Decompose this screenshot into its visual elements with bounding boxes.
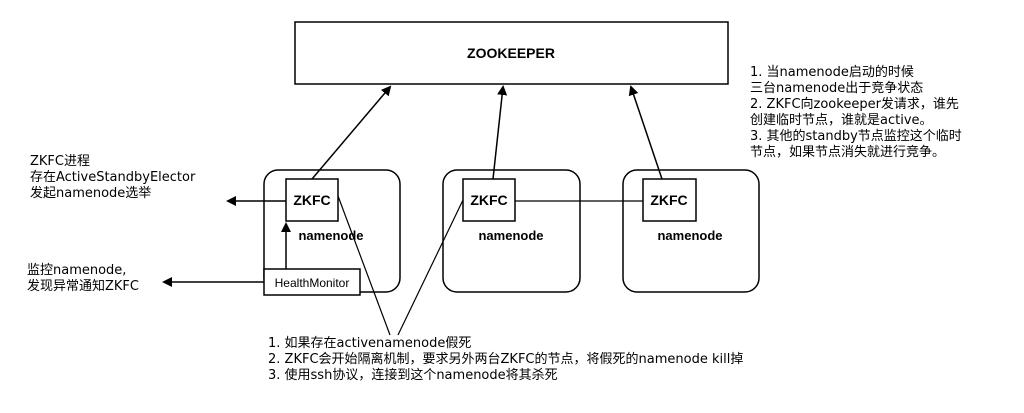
namenode-label-3: namenode bbox=[657, 228, 722, 243]
zkfc-label-3: ZKFC bbox=[650, 192, 687, 208]
election-line-1: 1. 当namenode启动的时候 bbox=[750, 65, 914, 80]
monitor-line-2: 发现异常通知ZKFC bbox=[27, 279, 139, 294]
namenode-label-2: namenode bbox=[478, 228, 543, 243]
zkfc-box-1 bbox=[285, 178, 339, 222]
zookeeper-box bbox=[294, 21, 729, 85]
namenode-label-1: namenode bbox=[298, 228, 363, 243]
zkfc2-to-zookeeper-arrow bbox=[492, 85, 508, 180]
zkfc-process-line-2: 存在ActiveStandbyElector bbox=[30, 170, 196, 185]
monitor-note: 监控namenode, 发现异常通知ZKFC bbox=[27, 263, 139, 295]
fencing-line-2: 2. ZKFC会开始隔离机制，要求另外两台ZKFC的节点，将假死的namenod… bbox=[268, 352, 744, 367]
zkfc3-to-zookeeper-arrow bbox=[628, 85, 663, 180]
election-line-4: 创建临时节点，谁就是active。 bbox=[750, 113, 933, 128]
zkfc-process-note: ZKFC进程 存在ActiveStandbyElector 发起namenode… bbox=[30, 154, 195, 202]
fencing-note: 1. 如果存在activenamenode假死 2. ZKFC会开始隔离机制，要… bbox=[268, 336, 743, 384]
election-line-6: 节点，如果节点消失就进行竞争。 bbox=[750, 145, 946, 160]
fencing-line-3: 3. 使用ssh协议，连接到这个namenode将其杀死 bbox=[268, 368, 558, 383]
zkfc-box-2 bbox=[462, 178, 516, 222]
health-monitor-label: HealthMonitor bbox=[275, 276, 350, 290]
zkfc-box-3 bbox=[642, 178, 697, 222]
zkfc2-to-fencing-line bbox=[397, 199, 464, 336]
fencing-line-1: 1. 如果存在activenamenode假死 bbox=[268, 336, 472, 351]
election-line-3: 2. ZKFC向zookeeper发请求，谁先 bbox=[750, 97, 959, 112]
zkfc-label-2: ZKFC bbox=[470, 192, 507, 208]
election-note: 1. 当namenode启动的时候 三台namenode出于竞争状态 2. ZK… bbox=[750, 65, 962, 161]
election-line-2: 三台namenode出于竞争状态 bbox=[750, 81, 924, 96]
election-line-5: 3. 其他的standby节点监控这个临时 bbox=[750, 129, 962, 144]
zkfc1-to-fencing-line bbox=[337, 195, 391, 336]
zkfc-process-line-3: 发起namenode选举 bbox=[30, 186, 152, 201]
monitor-line-1: 监控namenode, bbox=[27, 263, 127, 278]
zkfc-label-1: ZKFC bbox=[293, 192, 330, 208]
zkfc-process-line-1: ZKFC进程 bbox=[30, 154, 90, 169]
zookeeper-label: ZOOKEEPER bbox=[467, 45, 555, 61]
zkfc1-to-zookeeper-arrow bbox=[311, 85, 392, 180]
